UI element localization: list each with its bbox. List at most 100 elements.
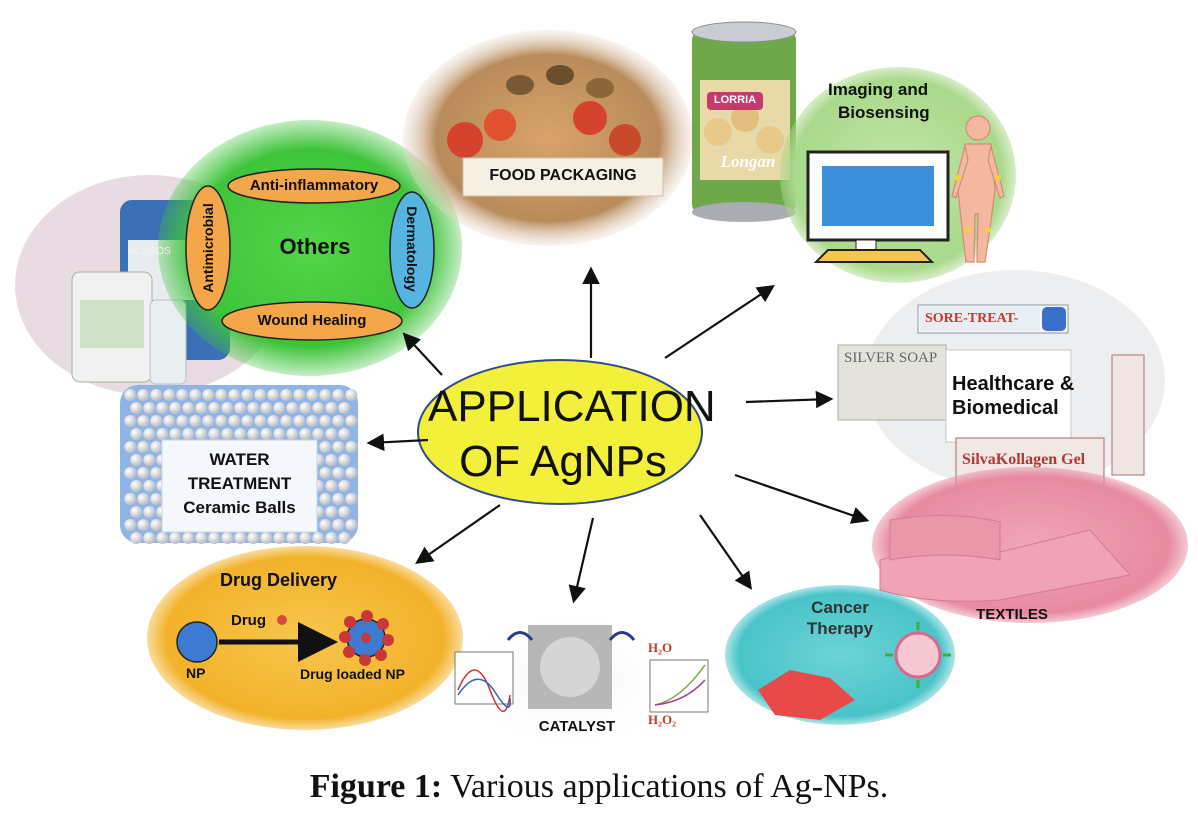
ceramic-ball (124, 519, 137, 531)
ceramic-ball (137, 467, 150, 479)
ceramic-ball (273, 402, 286, 414)
ceramic-ball (241, 389, 254, 401)
ceramic-ball (130, 428, 143, 440)
ceramic-ball (202, 389, 215, 401)
center-title-line2: OF AgNPs (459, 437, 667, 486)
figure-caption: Figure 1: Various applications of Ag-NPs… (0, 768, 1198, 806)
can-product-label: Longan (720, 152, 776, 171)
np-sphere (176, 621, 218, 663)
caption-text: Various applications of Ag-NPs. (442, 768, 889, 805)
arrow-drug (415, 504, 501, 565)
ceramic-ball (338, 428, 351, 440)
ceramic-ball (150, 415, 163, 427)
ceramic-ball (182, 402, 195, 414)
ceramic-ball (189, 389, 202, 401)
ceramic-ball (293, 415, 306, 427)
ceramic-ball (247, 532, 260, 544)
ceramic-ball (150, 389, 163, 401)
silver-soap-label: SILVER SOAP (844, 350, 938, 366)
ceramic-ball (325, 402, 338, 414)
others-title: Others (279, 234, 351, 259)
arrow-textiles (734, 473, 870, 524)
ceramic-ball (319, 493, 332, 505)
ceramic-ball (215, 415, 228, 427)
healthcare-line1: Healthcare & (952, 373, 1075, 395)
ceramic-ball (234, 428, 247, 440)
ceramic-ball (332, 389, 345, 401)
ceramic-ball (208, 428, 221, 440)
center-ellipse (417, 359, 703, 505)
ceramic-ball (182, 428, 195, 440)
ceramic-ball (319, 441, 332, 453)
wound-healing-label: Wound Healing (257, 312, 367, 329)
cancer-line2: Therapy (806, 619, 874, 638)
ceramic-ball (176, 389, 189, 401)
food-packaging-panel (403, 21, 797, 246)
ceramic-ball (143, 428, 156, 440)
ceramic-ball (286, 532, 299, 544)
ceramic-ball (345, 467, 358, 479)
ceramic-ball (345, 519, 358, 531)
ceramic-ball (156, 428, 169, 440)
ceramic-ball (338, 532, 351, 544)
silver-soap-box (837, 344, 947, 421)
ceramic-ball (267, 415, 280, 427)
ceramic-ball (189, 415, 202, 427)
imaging-line1: Imaging and (828, 80, 929, 99)
ceramic-ball (286, 428, 299, 440)
ceramic-ball (332, 467, 345, 479)
ceramic-ball (130, 532, 143, 544)
np-label: NP (186, 665, 206, 681)
ceramic-ball (124, 415, 137, 427)
water-line3: Ceramic Balls (183, 498, 296, 517)
ceramic-ball (319, 467, 332, 479)
ceramic-ball (260, 428, 273, 440)
ceramic-ball (286, 402, 299, 414)
ceramic-ball (338, 506, 351, 518)
ceramic-ball (345, 389, 358, 401)
silvakollagen-label: SilvaKollagen Gel (962, 451, 1086, 468)
ceramic-ball (267, 389, 280, 401)
wound-healing-oval (221, 301, 403, 341)
ceramic-ball (254, 415, 267, 427)
ceramic-ball (156, 402, 169, 414)
acuros-product-label: ACUROS (128, 246, 171, 257)
ceramic-ball (338, 480, 351, 492)
imaging-panel (780, 67, 1016, 283)
ceramic-ball (247, 402, 260, 414)
h2o-label: H₂O (648, 640, 673, 655)
ceramic-ball (299, 428, 312, 440)
food-packaging-label-box (462, 157, 664, 197)
ceramic-ball (228, 415, 241, 427)
ceramic-ball (260, 532, 273, 544)
healthcare-panel (837, 270, 1165, 490)
ceramic-ball (338, 454, 351, 466)
ceramic-ball (208, 402, 221, 414)
textiles-label: TEXTILES (976, 606, 1048, 623)
ceramic-ball (325, 480, 338, 492)
drug-label: Drug (231, 612, 266, 629)
ceramic-ball (182, 532, 195, 544)
ceramic-ball (137, 493, 150, 505)
catalyst-panel (450, 610, 709, 750)
ceramic-ball (124, 389, 137, 401)
ceramic-ball (176, 415, 189, 427)
antimicrobial-oval (185, 185, 231, 311)
ceramic-ball (247, 428, 260, 440)
arrow-cancer (699, 514, 753, 590)
ceramic-ball (299, 402, 312, 414)
dermatology-label: Dermatology (404, 206, 420, 292)
others-panel (15, 120, 462, 395)
drug-delivery-title: Drug Delivery (220, 570, 338, 590)
ceramic-ball (137, 519, 150, 531)
ceramic-ball (130, 506, 143, 518)
can-brand-label: LORRIA (713, 94, 757, 106)
ceramic-ball (332, 441, 345, 453)
tumor-shape (758, 670, 855, 720)
caption-bold: Figure 1: (309, 768, 443, 805)
ceramic-ball (221, 532, 234, 544)
ceramic-ball (124, 467, 137, 479)
sore-treat-label: SORE-TREAT- (925, 311, 1019, 326)
ceramic-ball (150, 467, 163, 479)
